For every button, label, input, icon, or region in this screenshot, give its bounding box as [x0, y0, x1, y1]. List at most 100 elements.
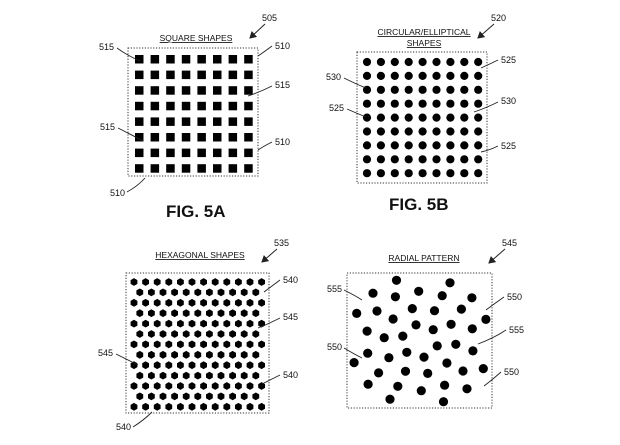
hexagonal-title: HEXAGONAL SHAPES — [155, 250, 245, 260]
hexagon-shape — [188, 278, 196, 286]
hexagon-shape — [235, 340, 242, 349]
radial-dot — [388, 314, 398, 324]
square-shape — [181, 55, 191, 64]
circle-shape — [446, 127, 455, 136]
square-shape — [166, 148, 175, 158]
hexagonal-label-b: 545 — [283, 312, 298, 322]
square-shape — [197, 86, 206, 95]
radial-dot — [390, 292, 400, 302]
hexagon-shape — [159, 371, 167, 380]
circle-shape — [390, 85, 399, 94]
hexagon-shape — [177, 382, 184, 390]
square-shape — [197, 164, 206, 173]
square-shape — [166, 101, 175, 111]
square-shape — [197, 148, 206, 158]
hexagon-shape — [153, 402, 161, 411]
radial-dot — [467, 293, 477, 303]
hexagon-shape — [258, 298, 265, 307]
radial-leader-a — [343, 289, 363, 301]
square-shape — [181, 101, 191, 111]
circular-leader-d — [473, 101, 499, 113]
square-shape — [181, 117, 191, 126]
hexagon-shape — [182, 392, 190, 401]
square-shape — [135, 133, 144, 142]
circle-shape — [474, 85, 483, 94]
square-leader-e — [257, 141, 273, 151]
square-frame — [127, 47, 259, 177]
hexagon-shape — [148, 392, 155, 401]
radial-dot — [478, 364, 488, 374]
square-shape — [181, 133, 191, 142]
square-shape — [150, 117, 160, 126]
radial-dot — [372, 306, 382, 316]
radial-label-b: 550 — [507, 292, 522, 302]
hexagon-shape — [142, 319, 149, 328]
circle-shape — [432, 113, 441, 122]
hexagonal-label-c: 545 — [98, 348, 113, 358]
hexagon-shape — [246, 340, 254, 349]
hexagon-shape — [182, 350, 190, 359]
square-shape — [197, 117, 206, 126]
radial-dot — [445, 278, 455, 288]
hexagon-shape — [171, 371, 178, 380]
square-shape — [197, 70, 206, 80]
hexagon-shape — [240, 330, 248, 338]
circle-shape — [418, 127, 427, 136]
square-shape — [213, 117, 222, 126]
circle-shape — [404, 155, 413, 164]
square-shape — [135, 117, 144, 126]
circle-shape — [446, 141, 455, 150]
circle-shape — [432, 71, 441, 80]
circle-shape — [390, 127, 399, 136]
circle-shape — [418, 85, 427, 94]
hexagon-shape — [177, 298, 184, 307]
hexagon-grid — [130, 278, 265, 411]
square-shape — [213, 164, 222, 173]
square-shape — [228, 148, 238, 158]
hexagon-shape — [188, 319, 196, 328]
square-shape — [244, 164, 253, 173]
hexagon-shape — [206, 330, 213, 338]
square-label-b: 510 — [275, 41, 290, 51]
hexagon-shape — [130, 298, 138, 307]
square-shape — [228, 70, 238, 80]
hexagon-shape — [171, 350, 178, 359]
circle-shape — [446, 71, 455, 80]
circle-shape — [362, 99, 372, 108]
circle-shape — [376, 127, 385, 136]
radial-dot — [481, 314, 491, 324]
square-shape — [166, 55, 175, 64]
hexagon-shape — [177, 278, 184, 286]
circular-label-c: 525 — [329, 103, 344, 113]
hexagon-shape — [200, 319, 207, 328]
radial-ref-arrow — [488, 248, 506, 264]
square-leader-b — [257, 45, 273, 57]
hexagonal-frame — [125, 272, 270, 414]
hexagon-shape — [235, 319, 242, 328]
hexagon-shape — [171, 392, 178, 401]
square-shape — [181, 70, 191, 80]
circle-shape — [376, 71, 385, 80]
circle-shape — [432, 85, 441, 94]
hexagon-shape — [182, 288, 190, 297]
circle-shape — [474, 57, 483, 67]
radial-dot — [411, 320, 421, 330]
hexagon-shape — [165, 278, 173, 286]
hexagon-shape — [200, 402, 207, 411]
hexagon-shape — [211, 319, 219, 328]
hexagon-shape — [206, 371, 213, 380]
circle-shape — [474, 113, 483, 122]
hexagon-shape — [188, 402, 196, 411]
circle-shape — [474, 99, 483, 108]
square-ref-arrow — [249, 23, 266, 39]
circle-shape — [390, 155, 399, 164]
hexagon-shape — [211, 402, 219, 411]
radial-dot — [423, 368, 433, 378]
circle-shape — [432, 99, 441, 108]
radial-label-c: 555 — [509, 325, 524, 335]
radial-dot — [468, 346, 478, 356]
circle-shape — [376, 155, 385, 164]
hexagon-shape — [194, 350, 202, 359]
radial-dot — [402, 347, 412, 357]
hexagon-shape — [159, 330, 167, 338]
